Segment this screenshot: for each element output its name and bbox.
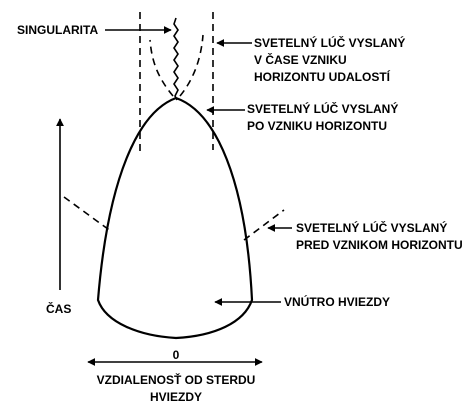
light-after-label-line-2: PO VZNIKU HORIZONTU xyxy=(247,119,387,133)
light-after-label-line-1: SVETELNÝ LÚČ VYSLANÝ xyxy=(247,101,398,116)
singularity-label: SINGULARITA xyxy=(17,23,98,37)
time-axis-label: ČAS xyxy=(46,301,71,316)
light-ray-before-left xyxy=(63,196,113,233)
light-horizon-label-line-2: V ČASE VZNIKU xyxy=(254,52,347,67)
light-before-label-line-2: PRED VZNIKOM HORIZONTU xyxy=(296,238,463,252)
light-ray-after-left xyxy=(149,39,174,97)
distance-axis-label-line-2: HVIEZDY xyxy=(150,390,202,404)
light-before-label-line-1: SVETELNÝ LÚČ VYSLANÝ xyxy=(296,220,447,235)
distance-zero-label: 0 xyxy=(173,348,180,362)
light-horizon-label-line-3: HORIZONTU UDALOSTÍ xyxy=(254,69,391,84)
light-ray-before-right xyxy=(243,209,285,241)
light-horizon-label-line-1: SVETELNÝ LÚČ VYSLANÝ xyxy=(254,35,405,50)
star-outline xyxy=(96,96,254,340)
light-ray-after-right xyxy=(179,34,204,97)
singularity-line xyxy=(173,17,179,101)
distance-axis-label-line-1: VZDIALENOSŤ OD STERDU xyxy=(97,372,256,387)
star-interior-label: VNÚTRO HVIEZDY xyxy=(284,294,390,309)
